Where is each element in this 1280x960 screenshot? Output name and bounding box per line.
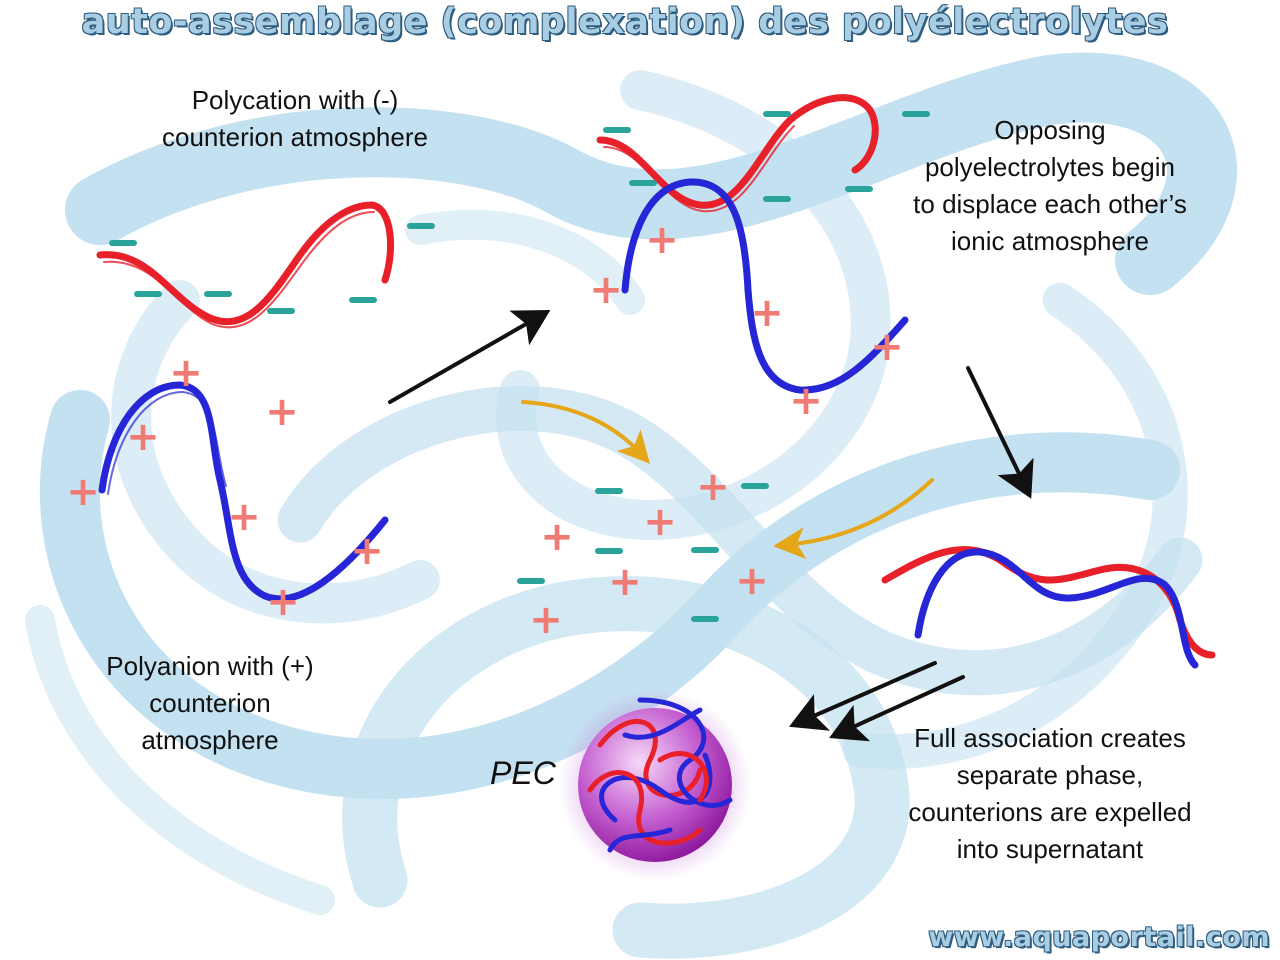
process-arrows	[388, 310, 1034, 742]
plus-icon: +	[227, 494, 261, 540]
intertwined-chains	[881, 546, 1216, 669]
full-association-caption-line: separate phase,	[956, 760, 1144, 790]
plus-icon: +	[735, 558, 769, 604]
plus-icon: +	[169, 350, 203, 396]
polycation-chain	[96, 201, 395, 329]
plus-icon: +	[870, 324, 904, 370]
opposing-caption-line: ionic atmosphere	[951, 226, 1149, 256]
opposing-blue-chain	[621, 178, 909, 394]
plus-icon: +	[265, 389, 299, 435]
full-association-caption: Full association creates separate phase,…	[870, 720, 1230, 868]
plus-icon: +	[789, 378, 823, 424]
background-swirls	[25, 52, 1237, 959]
polyanion-caption-line: atmosphere	[141, 725, 279, 755]
arrow-to-full-association	[966, 366, 1034, 499]
polycation-counterions	[109, 223, 435, 314]
polycation-caption: Polycation with (-) counterion atmospher…	[110, 82, 480, 156]
plus-icon: +	[608, 559, 642, 605]
arrow-to-pec-2	[829, 675, 965, 742]
opposing-caption-line: polyelectrolytes begin	[924, 152, 1176, 182]
plus-icon: +	[350, 528, 384, 574]
polyanion-caption: Polyanion with (+) counterion atmosphere	[70, 648, 350, 759]
diagram-title: auto-assemblage (complexation) des polyé…	[81, 2, 1169, 42]
release-arrow-left	[521, 400, 651, 464]
polyanion-caption-line: counterion	[149, 688, 271, 718]
opposing-caption-line: Opposing	[994, 115, 1106, 145]
plus-icon: +	[645, 217, 679, 263]
pec-label: PEC	[490, 755, 556, 791]
opposing-red-chain	[596, 94, 879, 213]
plus-icon: +	[266, 579, 300, 625]
opposing-caption: Opposing polyelectrolytes begin to displ…	[880, 112, 1220, 260]
site-credit: www.aquaportail.com	[928, 922, 1270, 953]
plus-icon: +	[589, 267, 623, 313]
plus-icon: +	[529, 597, 563, 643]
polycation-caption-line: counterion atmosphere	[162, 122, 428, 152]
full-association-caption-line: counterions are expelled	[908, 797, 1192, 827]
plus-icon: +	[126, 414, 160, 460]
release-arrow-right	[773, 478, 934, 560]
plus-icon: +	[540, 514, 574, 560]
full-association-caption-line: into supernatant	[956, 834, 1144, 864]
plus-icon: +	[696, 464, 730, 510]
opposing-counterions-positive: + + + + +	[589, 217, 904, 424]
full-association-caption-line: Full association creates	[914, 723, 1186, 753]
expelled-counterions-negative	[517, 483, 769, 622]
arrow-to-opposing	[388, 310, 551, 404]
arrow-to-pec-1	[789, 661, 937, 731]
plus-icon: +	[750, 290, 784, 336]
polycation-caption-line: Polycation with (-)	[191, 85, 399, 115]
plus-icon: +	[66, 469, 100, 515]
polyanion-caption-line: Polyanion with (+)	[106, 651, 314, 681]
expelled-counterions-positive: + + + + + +	[529, 464, 769, 643]
polyanion-counterions: + + + + + + +	[66, 350, 384, 625]
opposing-counterions-negative	[603, 111, 930, 202]
plus-icon: +	[643, 499, 677, 545]
opposing-caption-line: to displace each other’s	[913, 189, 1187, 219]
pec-sphere	[559, 689, 751, 881]
counterion-release-arrows	[521, 400, 934, 560]
polyanion-chain	[98, 381, 389, 603]
